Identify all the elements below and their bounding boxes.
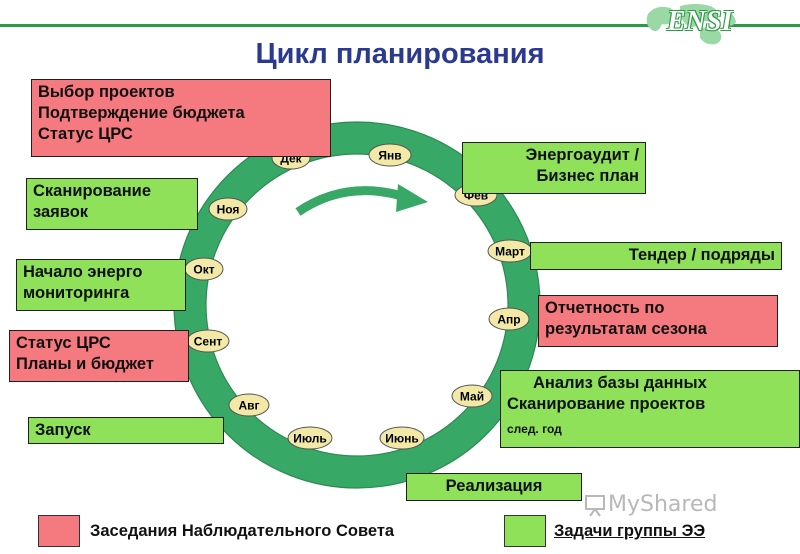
legend-board-swatch <box>38 515 80 547</box>
implementation-box: Реализация <box>406 473 582 501</box>
month-mar-label: Март <box>495 245 525 259</box>
month-may: Май <box>451 384 493 408</box>
launch-box: Запуск <box>28 417 224 444</box>
status-plans-line-2: Планы и бюджет <box>16 355 154 373</box>
page-title: Цикл планирования <box>255 38 545 70</box>
header-rule-left <box>0 24 650 27</box>
month-may-label: Май <box>460 390 484 404</box>
month-jul: Июль <box>287 426 333 450</box>
selection-box: Выбор проектов Подтверждение бюджета Ста… <box>31 79 331 157</box>
scanning-line-1: Сканирование <box>33 182 152 200</box>
analysis-note: след. год <box>507 422 562 436</box>
report-line-2: результатам сезона <box>545 320 707 338</box>
month-mar: Март <box>487 239 533 263</box>
audit-box: Энергоаудит / Бизнес план <box>462 142 646 194</box>
monitoring-line-2: мониторинга <box>23 284 130 302</box>
month-nov-label: Ноя <box>217 203 240 217</box>
audit-line-1: Энергоаудит / <box>525 146 639 164</box>
month-jul-label: Июль <box>293 432 327 446</box>
monitoring-line-1: Начало энерго <box>23 263 143 281</box>
legend-group-swatch <box>504 515 546 547</box>
month-nov: Ноя <box>208 197 248 221</box>
ring-inner-edge <box>205 153 509 457</box>
presentation-icon <box>585 495 605 517</box>
legend-board-label: Заседания Наблюдательного Совета <box>90 522 395 540</box>
selection-line-2: Подтверждение бюджета <box>38 104 245 122</box>
report-box: Отчетность по результатам сезона <box>538 295 778 347</box>
report-line-1: Отчетность по <box>545 299 665 317</box>
tender-box: Тендер / подряды <box>530 242 782 270</box>
month-apr: Апр <box>488 307 530 331</box>
implementation-label: Реализация <box>445 477 543 495</box>
direction-arrow-shaft <box>295 186 404 216</box>
header-rule-right <box>728 24 800 27</box>
analysis-line-1: Анализ базы данных <box>533 374 707 392</box>
month-jan: Янв <box>368 143 412 167</box>
direction-arrow-head <box>396 184 428 212</box>
tender-label: Тендер / подряды <box>628 246 775 264</box>
month-jun-label: Июнь <box>385 432 419 446</box>
month-oct: Окт <box>184 257 224 281</box>
status-plans-box: Статус ЦРС Планы и бюджет <box>9 330 189 382</box>
month-sep-label: Сент <box>194 335 223 349</box>
monitoring-box: Начало энерго мониторинга <box>16 259 186 311</box>
analysis-line-2: Сканирование проектов <box>507 395 706 413</box>
watermark-text: MyShared <box>608 492 718 517</box>
month-apr-label: Апр <box>497 313 520 327</box>
ensi-logo-map <box>646 4 736 45</box>
legend-group-label: Задачи группы ЭЭ <box>554 522 706 540</box>
month-jun: Июнь <box>379 426 425 450</box>
audit-line-2: Бизнес план <box>536 167 639 185</box>
month-aug: Авг <box>228 393 270 417</box>
month-jan-label: Янв <box>378 149 401 163</box>
cycle-ring <box>174 122 540 488</box>
scanning-box: Сканирование заявок <box>26 178 198 230</box>
launch-label: Запуск <box>35 421 91 439</box>
analysis-box: Анализ базы данных Сканирование проектов… <box>500 370 800 448</box>
selection-line-1: Выбор проектов <box>38 83 175 101</box>
month-oct-label: Окт <box>193 263 214 277</box>
month-sep: Сент <box>186 329 230 353</box>
scanning-line-2: заявок <box>33 203 89 221</box>
logo-text: ENSI <box>667 6 733 37</box>
month-aug-label: Авг <box>238 399 259 413</box>
status-plans-line-1: Статус ЦРС <box>16 334 111 352</box>
selection-line-3: Статус ЦРС <box>38 125 133 143</box>
